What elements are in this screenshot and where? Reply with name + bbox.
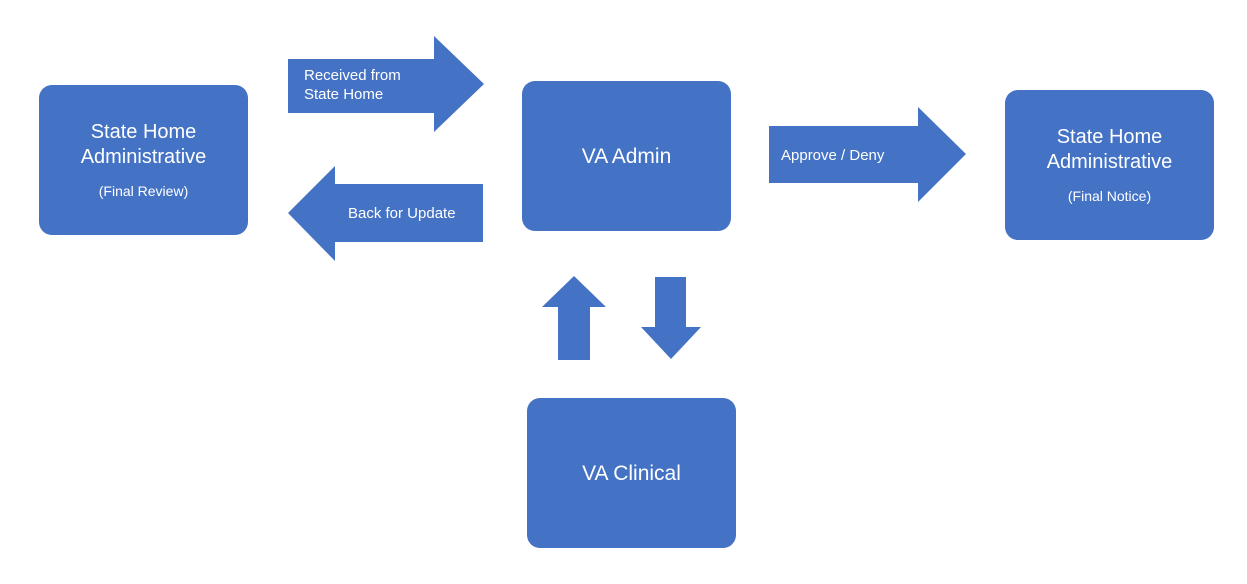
node-state-home-final-review: State Home Administrative (Final Review) xyxy=(39,85,248,235)
node-title: VA Admin xyxy=(581,144,672,168)
node-subtitle: (Final Notice) xyxy=(1067,188,1152,204)
arrow-up xyxy=(542,276,606,360)
node-title-line2: Administrative xyxy=(1046,151,1173,173)
node-title-line1: State Home xyxy=(1056,126,1163,148)
node-title: State Home Administrative xyxy=(1047,125,1173,175)
node-va-admin: VA Admin xyxy=(522,81,731,231)
node-title: State Home Administrative xyxy=(81,120,207,170)
node-title: VA Clinical xyxy=(582,461,681,485)
node-va-clinical: VA Clinical xyxy=(527,398,736,548)
node-title-line2: Administrative xyxy=(80,146,207,168)
node-subtitle: (Final Review) xyxy=(98,183,189,199)
arrow-label-approve: Approve / Deny xyxy=(781,147,885,164)
arrow-label-line2: State Home xyxy=(304,86,384,103)
arrow-down xyxy=(641,277,701,359)
node-state-home-final-notice: State Home Administrative (Final Notice) xyxy=(1005,90,1214,240)
arrow-label-back: Back for Update xyxy=(348,205,456,222)
arrow-label-line1: Received from xyxy=(304,67,401,84)
arrow-label-received: Received from State Home xyxy=(304,66,454,104)
node-title-line1: State Home xyxy=(90,121,197,143)
